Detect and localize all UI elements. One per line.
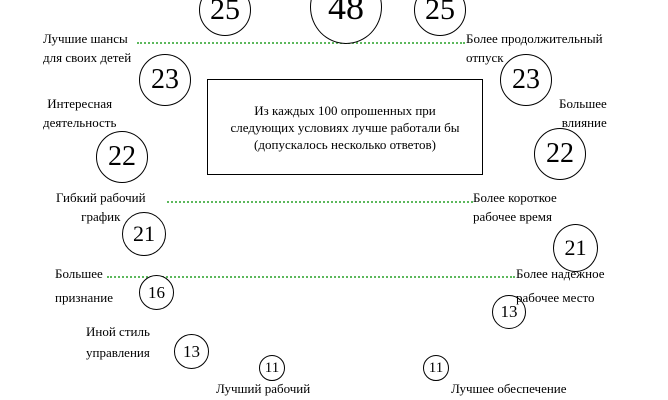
label-line: Большее <box>559 96 607 111</box>
value-circle: 23 <box>139 54 191 106</box>
value: 48 <box>328 0 364 27</box>
label-line: влияние <box>561 115 607 130</box>
title-line: (допускалось несколько ответов) <box>254 136 436 152</box>
item-label: Более короткое рабочее время <box>473 188 557 226</box>
item-label: Лучшее обеспечение <box>451 379 567 398</box>
title-line: Из каждых 100 опрошенных при <box>254 102 436 118</box>
label-line: Лучшие шансы <box>43 31 128 46</box>
item-label: Интересная деятельность <box>43 94 116 132</box>
label-line: рабочее место <box>516 290 595 305</box>
value-circle: 16 <box>139 275 174 310</box>
value-circle: 21 <box>553 224 598 272</box>
label-line: Большее <box>55 266 103 281</box>
title-box: Из каждых 100 опрошенных при следующих у… <box>207 79 483 175</box>
label-line: Более продолжительный <box>466 31 603 46</box>
label-line: деятельность <box>43 115 117 130</box>
value-circle: 23 <box>500 54 552 106</box>
value: 11 <box>264 359 280 376</box>
item-label: Иной стиль управления <box>86 321 150 363</box>
value-circle: 13 <box>492 295 526 329</box>
value: 22 <box>108 141 136 172</box>
item-label: Гибкий рабочий график <box>56 188 146 226</box>
value-circle: 25 <box>414 0 466 36</box>
label-line: управления <box>86 345 150 360</box>
value: 25 <box>425 0 455 26</box>
value: 21 <box>133 221 155 246</box>
value-circle: 11 <box>259 355 285 381</box>
label-line: график <box>81 209 121 224</box>
label-line: для своих детей <box>43 50 132 65</box>
value-circle: 22 <box>96 131 148 183</box>
label-line: Гибкий рабочий <box>56 190 146 205</box>
item-label: Лучший рабочий <box>216 379 310 398</box>
spellcheck-underline <box>137 42 465 44</box>
value-circle: 22 <box>534 128 586 180</box>
item-label: Лучшие шансы для своих детей <box>43 29 131 67</box>
value: 22 <box>546 138 574 169</box>
value-circle: 25 <box>199 0 251 36</box>
value: 21 <box>564 235 587 260</box>
value-circle: 21 <box>122 212 166 256</box>
item-label: Более продолжительный отпуск <box>466 29 603 67</box>
value: 16 <box>148 282 165 302</box>
label-line: Лучшее обеспечение <box>451 381 567 396</box>
item-label: Большее признание <box>55 262 113 310</box>
value-circle: 11 <box>423 355 449 381</box>
label-line: Лучший рабочий <box>216 381 311 396</box>
label-line: Более короткое <box>473 190 557 205</box>
title-line: следующих условиях лучше работали бы <box>230 119 460 135</box>
item-label: Большее влияние <box>559 94 607 132</box>
value: 23 <box>512 64 540 95</box>
value: 13 <box>500 302 518 321</box>
item-label: Более надежное рабочее место <box>516 262 605 310</box>
value: 23 <box>151 64 179 95</box>
label-line: Более надежное <box>516 266 605 281</box>
value-circle: 13 <box>174 334 209 369</box>
label-line: отпуск <box>466 50 504 65</box>
spellcheck-underline <box>107 276 515 278</box>
label-line: Интересная <box>47 96 113 111</box>
label-line: Иной стиль <box>86 324 150 339</box>
value: 13 <box>183 341 200 361</box>
value-circle: 48 <box>310 0 382 44</box>
value: 25 <box>210 0 240 26</box>
value: 11 <box>428 359 444 376</box>
spellcheck-underline <box>167 201 473 203</box>
label-line: рабочее время <box>473 209 552 224</box>
label-line: признание <box>55 290 113 305</box>
